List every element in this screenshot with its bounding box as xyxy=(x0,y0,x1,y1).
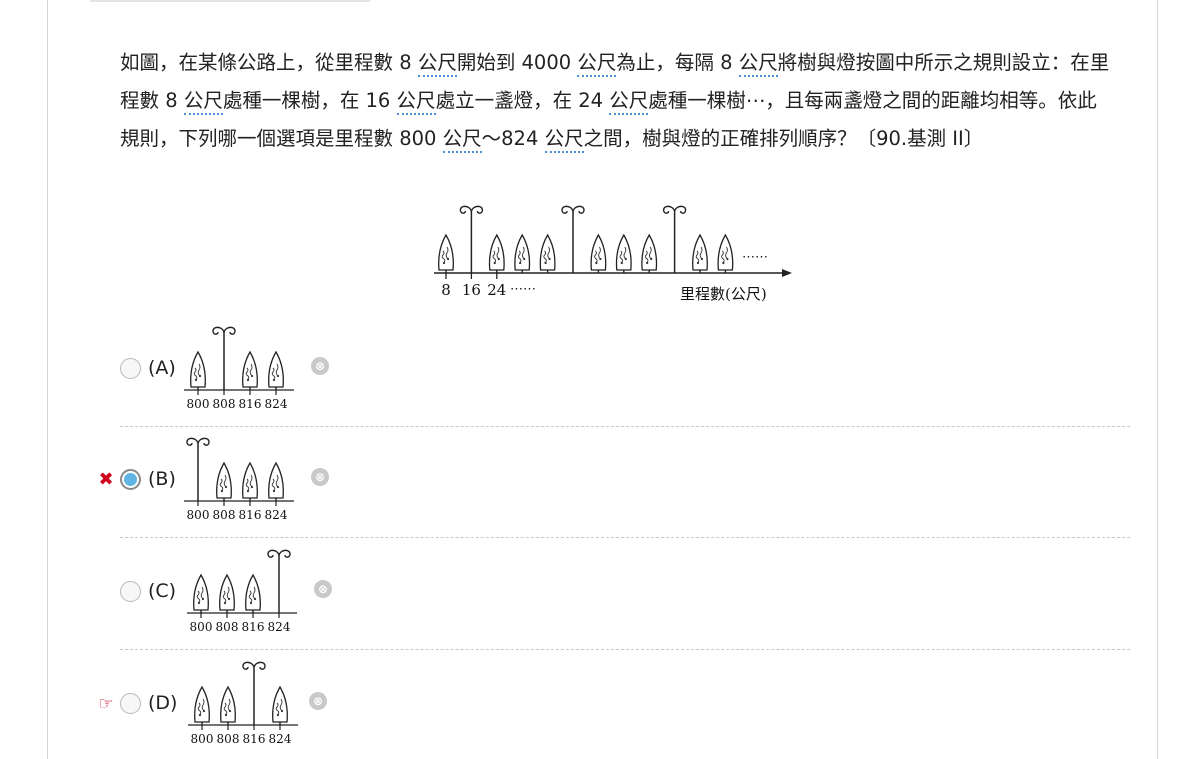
question-segment: 處立一盞燈，在 24 xyxy=(435,89,610,112)
tick-label: 808 xyxy=(213,508,236,522)
tick-label: 816 xyxy=(239,508,262,522)
tick-label: 800 xyxy=(187,397,210,411)
axis-arrow-icon xyxy=(782,269,792,277)
tick-label: 808 xyxy=(216,620,239,634)
tree-icon xyxy=(615,233,632,273)
tree-icon xyxy=(590,233,607,273)
tree-icon xyxy=(438,233,454,273)
tree-icon xyxy=(514,233,531,273)
tree-icon xyxy=(216,461,232,501)
option-label: (A) xyxy=(148,357,176,379)
tree-icon xyxy=(219,573,235,613)
wrong-answer-icon: ✖ xyxy=(98,469,114,490)
lamp-icon xyxy=(561,205,585,273)
option-radio[interactable] xyxy=(120,469,141,490)
unit-term[interactable]: 公尺 xyxy=(417,51,457,77)
tick-label: 800 xyxy=(190,620,213,634)
tree-icon xyxy=(268,350,284,390)
lamp-icon xyxy=(459,205,484,273)
tick-dots: ⋯⋯ xyxy=(510,282,536,297)
option-divider xyxy=(120,426,1130,427)
unit-term[interactable]: 公尺 xyxy=(442,127,482,153)
option-label: (C) xyxy=(148,580,177,602)
option-divider xyxy=(120,537,1130,538)
tree-icon xyxy=(220,685,236,725)
option-radio[interactable] xyxy=(120,358,141,379)
tick-label: 8 xyxy=(441,281,451,299)
tree-icon xyxy=(194,685,210,725)
tick-label: 824 xyxy=(265,397,288,411)
tick-label: 824 xyxy=(265,508,288,522)
main-figure: 8 16 24 ⋯⋯ ⋯⋯ 里程數(公尺) xyxy=(434,205,792,303)
eliminate-option-icon[interactable]: ⊗ xyxy=(311,468,329,486)
tick-label: 816 xyxy=(242,620,265,634)
lamp-icon xyxy=(267,549,291,613)
tree-icon xyxy=(272,685,288,725)
unit-term[interactable]: 公尺 xyxy=(544,127,584,153)
tree-icon xyxy=(268,461,284,501)
tree-icon xyxy=(242,350,258,390)
tick-label: 800 xyxy=(187,508,210,522)
tree-icon xyxy=(692,233,708,273)
tick-label: 24 xyxy=(487,281,506,299)
tick-label: 808 xyxy=(213,397,236,411)
lamp-icon xyxy=(662,205,687,273)
option-label: (B) xyxy=(148,468,176,490)
option-divider xyxy=(120,649,1130,650)
eliminate-option-icon[interactable]: ⊗ xyxy=(314,580,332,598)
card-border-right xyxy=(1157,0,1158,759)
question-segment: 之間，樹與燈的正確排列順序？〔90.基測 II〕 xyxy=(583,127,984,150)
tree-icon xyxy=(641,233,658,273)
unit-term[interactable]: 公尺 xyxy=(577,51,617,77)
question-segment: 處種一棵樹⋯，且每兩盞燈之間的距離均相等。依此規則，下列哪一個選項是里程數 80… xyxy=(120,89,1097,150)
question-segment: 將樹與燈按圖中所示之規則設立：在里程數 8 xyxy=(120,51,1110,112)
tree-icon xyxy=(190,350,206,390)
tick-label: 824 xyxy=(269,732,292,746)
lamp-icon xyxy=(242,661,266,725)
eliminate-option-icon[interactable]: ⊗ xyxy=(311,357,329,375)
tick-label: 816 xyxy=(239,397,262,411)
question-text: 如圖，在某條公路上，從里程數 8 公尺開始到 4000 公尺為止，每隔 8 公尺… xyxy=(120,44,1110,158)
tree-icon xyxy=(245,573,261,613)
question-segment: ～824 xyxy=(481,127,545,150)
tree-icon xyxy=(193,573,209,613)
tick-label: 816 xyxy=(243,732,266,746)
unit-term[interactable]: 公尺 xyxy=(609,89,649,115)
unit-term[interactable]: 公尺 xyxy=(738,51,778,77)
end-dots: ⋯⋯ xyxy=(742,250,768,265)
option-label: (D) xyxy=(148,692,178,714)
tree-icon xyxy=(242,461,258,501)
tick-label: 800 xyxy=(191,732,214,746)
option-radio[interactable] xyxy=(120,581,141,602)
lamp-icon xyxy=(186,437,210,501)
tick-label: 16 xyxy=(462,281,481,299)
tree-icon xyxy=(539,233,556,273)
radio-selected-dot xyxy=(124,473,137,486)
tree-icon xyxy=(488,233,505,273)
question-segment: 開始到 4000 xyxy=(456,51,578,74)
option-radio[interactable] xyxy=(120,693,141,714)
unit-term[interactable]: 公尺 xyxy=(183,89,223,115)
card-top-edge xyxy=(90,0,370,2)
tree-icon xyxy=(717,233,734,273)
tick-label: 824 xyxy=(268,620,291,634)
unit-term[interactable]: 公尺 xyxy=(396,89,436,115)
question-segment: 為止，每隔 8 xyxy=(616,51,739,74)
hint-pointer-icon: ☞ xyxy=(98,694,114,714)
tick-label: 808 xyxy=(217,732,240,746)
eliminate-option-icon[interactable]: ⊗ xyxy=(309,692,327,710)
axis-label: 里程數(公尺) xyxy=(680,285,767,303)
question-segment: 如圖，在某條公路上，從里程數 8 xyxy=(120,51,418,74)
question-segment: 處種一棵樹，在 16 xyxy=(222,89,397,112)
card-border-left xyxy=(47,0,48,759)
lamp-icon xyxy=(212,326,236,390)
